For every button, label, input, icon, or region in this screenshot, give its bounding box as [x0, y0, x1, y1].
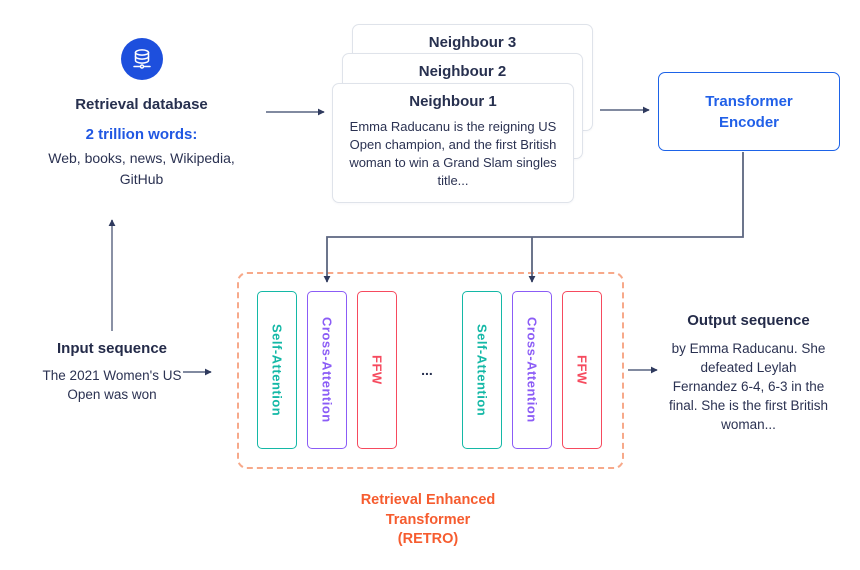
retro-caption: Retrieval Enhanced Transformer (RETRO) [360, 492, 496, 547]
output-sequence-text: by Emma Raducanu. She defeated Leylah Fe… [668, 341, 829, 432]
encoder-label-line2: Encoder [718, 113, 779, 131]
database-title: Retrieval database [75, 96, 208, 113]
output-sequence-title: Output sequence [687, 312, 810, 329]
neighbour-1-text: Emma Raducanu is the reigning US Open ch… [349, 119, 557, 188]
database-sources-line2: GitHub [119, 171, 164, 187]
cross-attention-block-1: Cross-Attention [307, 291, 347, 449]
transformer-encoder-box: Transformer Encoder [658, 72, 840, 151]
input-sequence-title: Input sequence [56, 340, 168, 357]
neighbour-2-title: Neighbour 2 [418, 63, 507, 80]
output-sequence-block: Output sequence by Emma Raducanu. She de… [650, 312, 847, 434]
self-attention-block-1: Self-Attention [257, 291, 297, 449]
input-sequence-block: Input sequence The 2021 Women's US Open … [22, 340, 202, 404]
ffw-block-2: FFW [562, 291, 602, 449]
layers-ellipsis: ... [421, 362, 433, 378]
self-attention-block-2: Self-Attention [462, 291, 502, 449]
database-sources-line1: Web, books, news, Wikipedia, [48, 150, 235, 166]
cross-attention-block-2: Cross-Attention [512, 291, 552, 449]
database-icon [121, 38, 163, 80]
neighbour-1-title: Neighbour 1 [409, 93, 497, 110]
encoder-label-line1: Transformer [705, 92, 793, 110]
input-sequence-text: The 2021 Women's US Open was won [42, 368, 182, 402]
database-sources: Web, books, news, Wikipedia, GitHub [20, 148, 263, 190]
neighbour-3-title: Neighbour 3 [428, 34, 517, 51]
neighbour-1-card: Neighbour 1 Emma Raducanu is the reignin… [332, 83, 574, 203]
ffw-block-1: FFW [357, 291, 397, 449]
database-highlight: 2 trillion words: [85, 126, 198, 143]
